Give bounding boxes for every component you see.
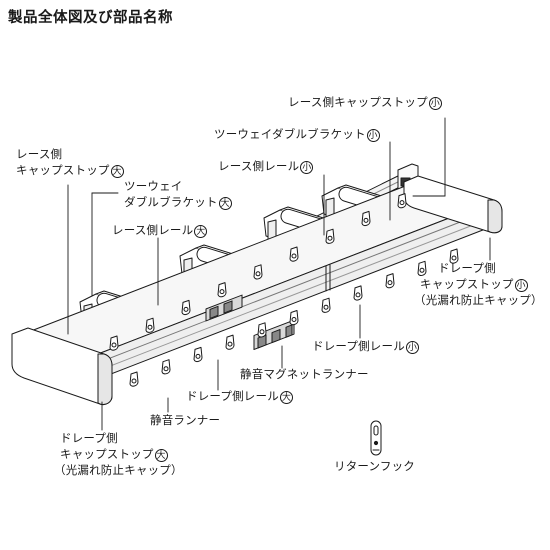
label-two-way-bracket-large: ツーウェイダブルブラケット大 — [124, 179, 232, 210]
label-drape-cap-large: ドレープ側 — [60, 431, 118, 445]
drape-runner-6 — [321, 297, 331, 313]
drape-runner-4 — [257, 322, 267, 338]
label-lace-rail-small: レース側レール小 — [218, 159, 314, 174]
label-drape-cap-small-line2: キャップストップ小 — [420, 277, 528, 292]
label-drape-cap-large-line2: キャップストップ大 — [60, 447, 168, 462]
magnet-runner-block — [253, 319, 295, 351]
label-lace-cap-large: レース側キャップストップ大 — [16, 147, 124, 178]
drape-rail-top — [17, 184, 489, 355]
drape-runner-5 — [289, 310, 299, 326]
lace-runner-16 — [289, 246, 299, 262]
label-drape-cap-large-line3: （光漏れ防止キャップ） — [54, 463, 183, 477]
return-hook — [370, 420, 382, 456]
label-drape-rail-small: ドレープ側レール小 — [312, 339, 419, 354]
label-drape-rail-large: ドレープ側レール大 — [186, 389, 293, 404]
label-return-hook: リターンフック — [334, 459, 415, 473]
lace-runner-11 — [109, 335, 119, 351]
drape-runner-1 — [161, 359, 171, 375]
drape-runner-2 — [193, 346, 203, 363]
lace-runner-13 — [181, 299, 191, 316]
drape-runner-8 — [385, 273, 395, 289]
leader-lines — [67, 117, 491, 431]
drape-runner-9 — [417, 260, 427, 276]
lace-runner-14 — [217, 282, 227, 298]
lace-runner-15 — [253, 264, 263, 280]
label-lace-cap-small: レース側キャップストップ小 — [288, 95, 442, 110]
drape-runner-7 — [353, 285, 363, 301]
label-two-way-bracket-small: ツーウェイダブルブラケット小 — [214, 127, 380, 142]
drape-runner-0 — [129, 371, 139, 387]
lace-runner-17 — [325, 228, 335, 244]
label-silent-magnet-runner: 静音マグネットランナー — [240, 367, 369, 381]
label-drape-cap-small-line3: （光漏れ防止キャップ） — [414, 293, 543, 307]
lace-runner-18 — [361, 210, 371, 227]
label-lace-rail-large: レース側レール大 — [112, 223, 208, 238]
lace-magnet-runner — [205, 294, 243, 322]
label-drape-cap-small: ドレープ側 — [438, 261, 496, 275]
label-silent-runner: 静音ランナー — [150, 413, 221, 427]
lace-runner-19 — [397, 193, 407, 209]
lace-runner-12 — [145, 317, 155, 333]
drape-rail-assembly — [11, 175, 503, 405]
drape-runner-3 — [225, 334, 235, 350]
drape-runner-10 — [449, 248, 459, 264]
drape-runners — [109, 193, 459, 387]
page-title: 製品全体図及び部品名称 — [8, 10, 173, 26]
